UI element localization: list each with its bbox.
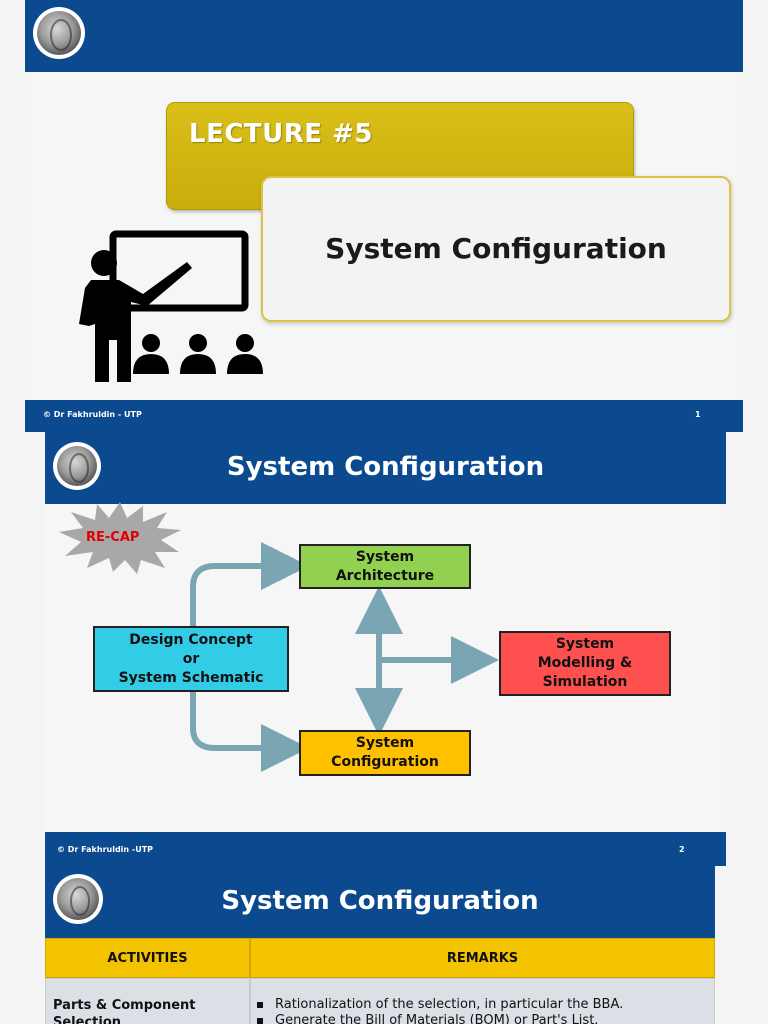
remark-text-2: Generate the Bill of Materials (BOM) or …: [275, 1013, 599, 1024]
slide3-title: System Configuration: [221, 886, 539, 916]
slide1-page-number: 1: [695, 410, 701, 419]
design-line-3: System Schematic: [118, 669, 264, 686]
remark-text-1: Rationalization of the selection, in par…: [275, 997, 624, 1012]
remarks-cell: Rationalization of the selection, in par…: [250, 978, 715, 1024]
design-concept-box: Design Concept or System Schematic: [93, 626, 289, 692]
bullet-icon: [257, 1001, 263, 1008]
architecture-line-2: Architecture: [335, 567, 435, 584]
starburst-badge-icon: [59, 502, 181, 574]
table-row: Parts & Component Selection: [45, 978, 250, 1024]
slide2-title: System Configuration: [226, 452, 545, 482]
system-architecture-box: System Architecture: [299, 544, 471, 589]
remark-item: Generate the Bill of Materials (BOM) or …: [257, 1013, 598, 1024]
lecture-title: System Configuration: [325, 232, 667, 265]
slide-1: LECTURE #5 System Configuration © Dr Fak…: [25, 0, 743, 432]
configuration-line-1: System: [355, 735, 415, 751]
modelling-line-3: Simulation: [542, 674, 628, 690]
slide2-header-bar: System Configuration: [45, 432, 726, 504]
slide1-footer-credit: © Dr Fakhruldin - UTP: [43, 410, 142, 419]
flow-arrows: [190, 542, 499, 772]
teacher-presentation-icon: [79, 230, 263, 382]
architecture-line-1: System: [355, 548, 415, 565]
slide2-footer-bar: © Dr Fakhruldin -UTP 2: [45, 832, 726, 866]
configuration-line-2: Configuration: [331, 754, 439, 770]
lecture-title-box: System Configuration: [261, 176, 731, 322]
slide1-footer-bar: © Dr Fakhruldin - UTP 1: [25, 400, 743, 432]
recap-badge-label: RE-CAP: [86, 530, 140, 545]
design-line-1: Design Concept: [129, 631, 253, 648]
university-logo-icon: [53, 442, 101, 490]
activity-cell: Parts & Component Selection: [53, 998, 196, 1024]
slide2-footer-credit: © Dr Fakhruldin -UTP: [57, 845, 154, 854]
system-modelling-box: System Modelling & Simulation: [499, 631, 671, 696]
design-line-2: or: [182, 650, 200, 667]
table-header-remarks: REMARKS: [250, 938, 715, 978]
slide2-page-number: 2: [679, 845, 685, 854]
remark-item: Rationalization of the selection, in par…: [257, 997, 623, 1013]
system-configuration-box: System Configuration: [299, 730, 471, 776]
slide-2: System Configuration RE-CAP System Archi…: [45, 432, 726, 866]
lecture-label: LECTURE #5: [189, 119, 373, 149]
table-header-activities: ACTIVITIES: [45, 938, 250, 978]
modelling-line-1: System: [555, 636, 615, 652]
slide1-header-bar: [25, 0, 743, 72]
university-logo-icon: [33, 7, 85, 59]
university-logo-icon: [53, 874, 103, 924]
slide3-header-bar: System Configuration: [45, 866, 715, 938]
slide-3: System Configuration ACTIVITIES REMARKS …: [45, 866, 715, 1024]
modelling-line-2: Modelling &: [537, 655, 633, 671]
bullet-icon: [257, 1017, 263, 1024]
